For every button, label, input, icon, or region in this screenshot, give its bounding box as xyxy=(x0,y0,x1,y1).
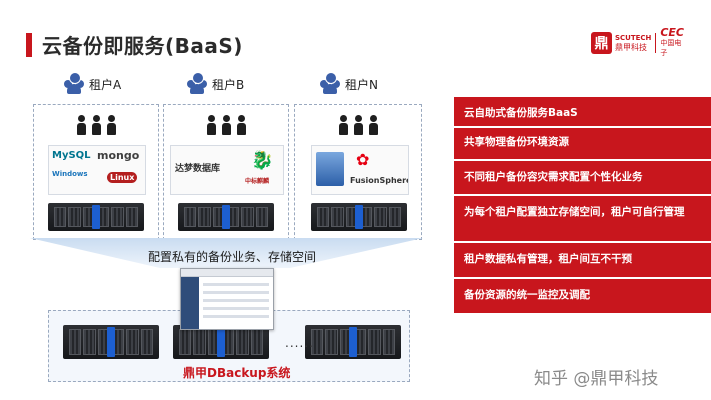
tenant-b-server xyxy=(178,203,274,231)
storage-server-2 xyxy=(173,325,269,359)
tenant-a-label: 租户A xyxy=(89,77,122,92)
management-console-screenshot xyxy=(180,268,274,330)
logo-partner-en: CEC xyxy=(660,26,684,39)
linux-logo: Linux xyxy=(107,172,138,183)
scutech-logo-icon: 鼎 xyxy=(591,32,612,54)
tenant-b-group: 达梦数据库 中标麒麟 🐉 xyxy=(163,104,289,240)
windows-logo: Windows xyxy=(52,170,88,178)
config-label: 配置私有的备份业务、存储空间 xyxy=(148,250,317,264)
page-title: 云备份即服务(BaaS) xyxy=(42,34,243,58)
feature-item: 共享物理备份环境资源 xyxy=(464,136,569,148)
feature-divider xyxy=(454,277,711,279)
cloud-server-icon xyxy=(316,152,344,186)
feature-divider xyxy=(454,126,711,128)
tenant-b-label: 租户B xyxy=(212,77,245,92)
tenant-n-apps: ✿ FusionSphere xyxy=(311,145,409,195)
huawei-logo-icon: ✿ xyxy=(356,150,370,169)
tenant-a-group: MySQL mongo Windows Linux xyxy=(33,104,159,240)
feature-item: 不同租户备份容灾需求配置个性化业务 xyxy=(464,171,643,183)
tenant-n-header: 租户N xyxy=(320,72,378,96)
logo-divider xyxy=(655,33,657,53)
tenant-group-icon xyxy=(64,72,84,96)
kylin-icon: 🐉 xyxy=(251,150,274,171)
feature-item: 为每个租户配置独立存储空间，租户可自行管理 xyxy=(464,206,685,218)
feature-divider xyxy=(454,241,711,243)
feature-item: 云自助式备份服务BaaS xyxy=(464,107,578,119)
feature-divider xyxy=(454,159,711,161)
tenant-a-apps: MySQL mongo Windows Linux xyxy=(48,145,146,195)
tenant-n-group: ✿ FusionSphere xyxy=(294,104,422,240)
storage-ellipsis: ...... xyxy=(285,336,314,350)
tenant-b-apps: 达梦数据库 中标麒麟 🐉 xyxy=(170,145,284,195)
config-funnel xyxy=(30,238,423,268)
tenant-users-icon xyxy=(164,115,288,135)
company-logo: 鼎 SCUTECH 鼎甲科技 CEC 中国电子 xyxy=(591,26,687,57)
tenant-users-icon xyxy=(295,115,421,135)
tenant-n-label: 租户N xyxy=(345,77,378,92)
tenant-a-server xyxy=(48,203,144,231)
tenant-n-server xyxy=(311,203,407,231)
logo-brand-en: SCUTECH xyxy=(614,34,652,42)
title-accent-bar xyxy=(26,33,32,57)
tenant-group-icon xyxy=(320,72,340,96)
neokylin-logo: 中标麒麟 xyxy=(245,178,270,185)
feature-item: 备份资源的统一监控及调配 xyxy=(464,289,590,301)
tenant-users-icon xyxy=(34,115,158,135)
tenant-b-header: 租户B xyxy=(187,72,244,96)
mongo-logo: mongo xyxy=(97,149,140,162)
logo-brand-cn: 鼎甲科技 xyxy=(614,43,647,52)
feature-divider xyxy=(454,194,711,196)
dbackup-label: 鼎甲DBackup系统 xyxy=(183,366,291,380)
fusionsphere-logo: FusionSphere xyxy=(350,176,409,185)
storage-server-1 xyxy=(63,325,159,359)
watermark: 知乎 @鼎甲科技 xyxy=(534,369,659,389)
logo-partner-cn: 中国电子 xyxy=(660,39,682,57)
dameng-db-logo: 达梦数据库 xyxy=(175,164,221,174)
tenant-group-icon xyxy=(187,72,207,96)
feature-item: 租户数据私有管理，租户间互不干预 xyxy=(464,253,632,265)
storage-server-3 xyxy=(305,325,401,359)
mysql-logo: MySQL xyxy=(52,150,91,161)
tenant-a-header: 租户A xyxy=(64,72,121,96)
feature-panel: 云自助式备份服务BaaS 共享物理备份环境资源 不同租户备份容灾需求配置个性化业… xyxy=(454,97,711,313)
